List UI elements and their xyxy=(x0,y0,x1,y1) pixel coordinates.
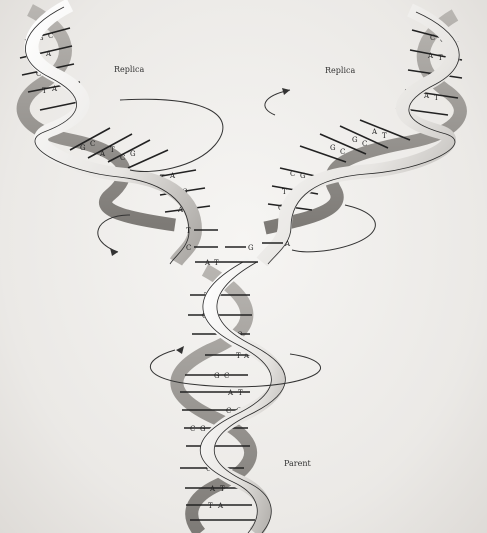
svg-text:A: A xyxy=(45,50,52,58)
svg-text:A: A xyxy=(371,128,378,136)
svg-text:T: T xyxy=(220,485,225,493)
free-base-right-1: G xyxy=(248,244,254,252)
left-rotation-arrow xyxy=(120,99,223,171)
svg-text:T: T xyxy=(208,502,213,510)
svg-text:G: G xyxy=(80,144,86,152)
svg-text:C: C xyxy=(340,148,345,156)
svg-text:T: T xyxy=(438,54,443,62)
free-base-left-2: C xyxy=(186,244,191,252)
svg-text:C: C xyxy=(190,425,195,433)
svg-text:C: C xyxy=(362,140,367,148)
svg-text:A: A xyxy=(204,259,211,267)
free-base-right-2: A xyxy=(284,240,291,248)
svg-text:T: T xyxy=(110,146,115,154)
parent-label: Parent xyxy=(284,459,312,468)
svg-text:T: T xyxy=(434,94,439,102)
svg-text:C: C xyxy=(430,34,435,42)
svg-text:C: C xyxy=(48,32,53,40)
svg-text:G: G xyxy=(352,136,358,144)
svg-text:A: A xyxy=(169,172,176,180)
right-rotation-arrow xyxy=(265,90,290,115)
svg-text:T: T xyxy=(238,389,243,397)
svg-text:T: T xyxy=(236,352,241,360)
svg-text:G: G xyxy=(330,144,336,152)
svg-text:C: C xyxy=(224,372,229,380)
svg-text:A: A xyxy=(227,389,234,397)
svg-text:C: C xyxy=(90,140,95,148)
svg-text:A: A xyxy=(427,52,434,60)
svg-text:C: C xyxy=(290,170,295,178)
svg-text:A: A xyxy=(51,85,58,93)
svg-text:G: G xyxy=(300,172,306,180)
svg-text:A: A xyxy=(209,485,216,493)
svg-text:G: G xyxy=(130,150,136,158)
replica-label-left: Replica xyxy=(114,65,144,74)
svg-text:G: G xyxy=(214,372,220,380)
svg-text:T: T xyxy=(282,188,287,196)
free-base-left-1: T xyxy=(186,227,191,235)
svg-text:G: G xyxy=(200,425,206,433)
svg-text:T: T xyxy=(382,132,387,140)
svg-text:A: A xyxy=(217,502,224,510)
svg-text:A: A xyxy=(99,150,106,158)
svg-text:T: T xyxy=(214,259,219,267)
svg-text:T: T xyxy=(42,87,47,95)
svg-text:C: C xyxy=(120,154,125,162)
replica-label-right: Replica xyxy=(325,66,355,75)
left-replica-back-strand xyxy=(23,10,175,225)
